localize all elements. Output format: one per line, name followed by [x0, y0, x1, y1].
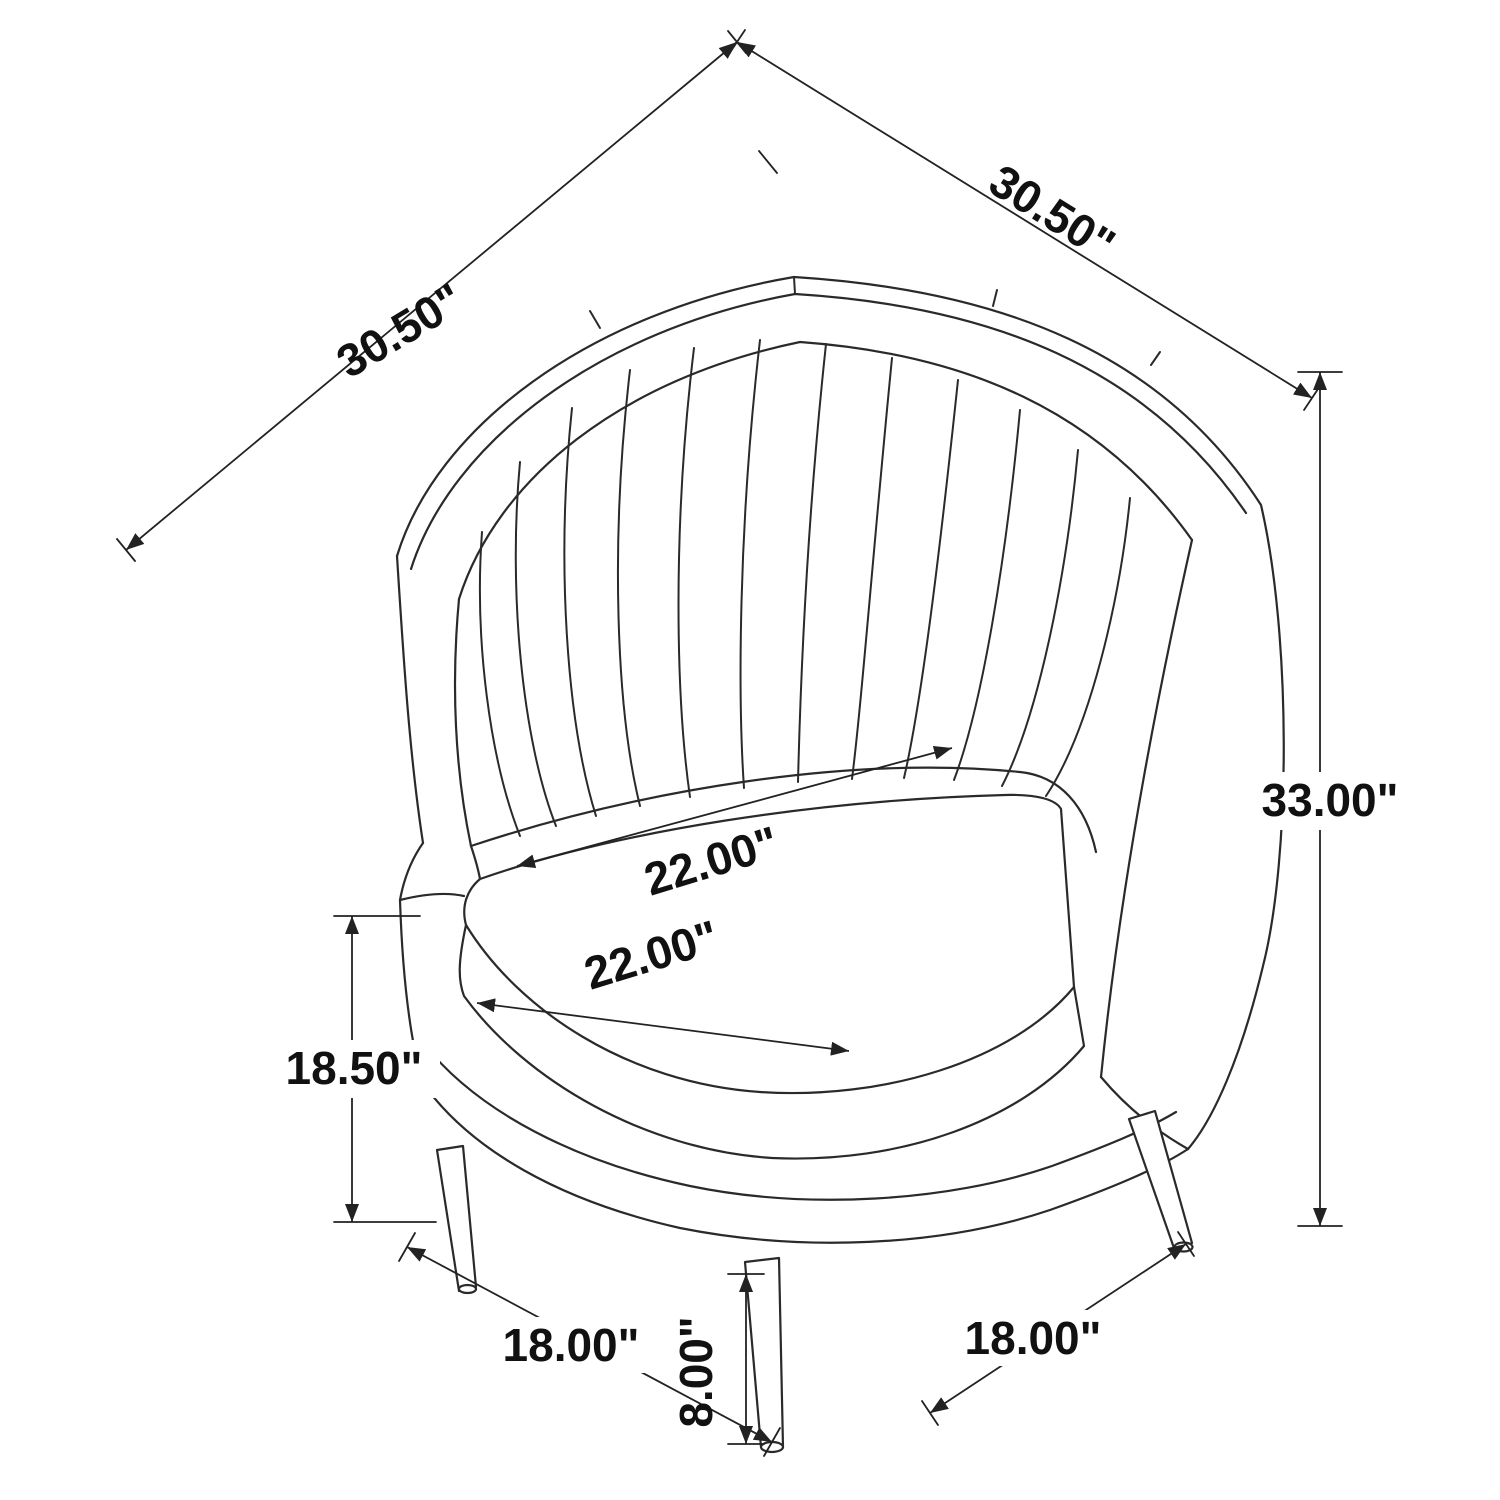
chair-left-inner-to-cushion: [469, 844, 482, 881]
seat-cushion-front-band: [458, 923, 1086, 1160]
chair-left-inner-edge: [453, 597, 473, 848]
dimension-label-depth: 30.50": [328, 273, 472, 388]
label-background: [268, 1040, 440, 1098]
chair-back-rim-inner-edge: [409, 292, 1248, 571]
dimension-leg-height: 8.00": [670, 1273, 765, 1445]
dimension-label-leg-span-left: 18.00": [503, 1319, 640, 1371]
dimension-overall-height: 33.00": [1245, 371, 1417, 1227]
chair-left-outer-edge: [395, 554, 425, 845]
dimension-leg-span-left: 18.00": [398, 1232, 781, 1457]
label-background: [940, 1310, 1126, 1366]
chair-legs: [435, 1109, 1194, 1454]
chair-deck-arc: [469, 766, 1098, 854]
chair-leg-right: [1127, 1109, 1194, 1253]
dimension-line: [476, 998, 850, 1056]
dimension-seat-depth: 22.00": [516, 745, 953, 906]
label-background: [478, 1317, 664, 1373]
chair-leg-front: [743, 1256, 785, 1449]
chair-base-bottom-edge: [420, 1080, 1190, 1244]
chair-base-seam: [422, 1042, 1178, 1201]
chair-leg-left-foot: [457, 1283, 478, 1295]
label-background: [1245, 772, 1417, 830]
dimension-line: [516, 745, 953, 869]
chair-right-arm-inner-edge: [1099, 538, 1194, 1079]
dimension-line: [125, 41, 738, 551]
chair-left-arm-to-base: [398, 841, 425, 902]
dimension-label-leg-span-right: 18.00": [965, 1312, 1102, 1364]
dimension-seat-width: 22.00": [476, 910, 850, 1056]
dimension-label-overall-height: 33.00": [1262, 774, 1399, 826]
chair-base-top-lip: [398, 892, 466, 902]
chair-line-art: [395, 275, 1285, 1454]
dimension-label-seat-height: 18.50": [286, 1042, 423, 1094]
channel-tufting: [478, 339, 1131, 837]
dimension-line: [736, 41, 1313, 399]
witness-tick: [758, 150, 778, 174]
dimension-seat-height: 18.50": [268, 915, 440, 1223]
dimension-leg-span-right: 18.00": [921, 1231, 1195, 1426]
dimension-width-top-right: 30.50": [728, 29, 1321, 411]
chair-leg-left: [435, 1144, 478, 1293]
dimension-label-seat-depth: 22.00": [638, 816, 784, 906]
dimension-label-seat-width: 22.00": [578, 910, 724, 1000]
dimension-label-width: 30.50": [981, 154, 1125, 271]
dimension-label-leg-height: 8.00": [670, 1316, 722, 1427]
dimension-depth-top-left: 30.50": [116, 30, 778, 562]
